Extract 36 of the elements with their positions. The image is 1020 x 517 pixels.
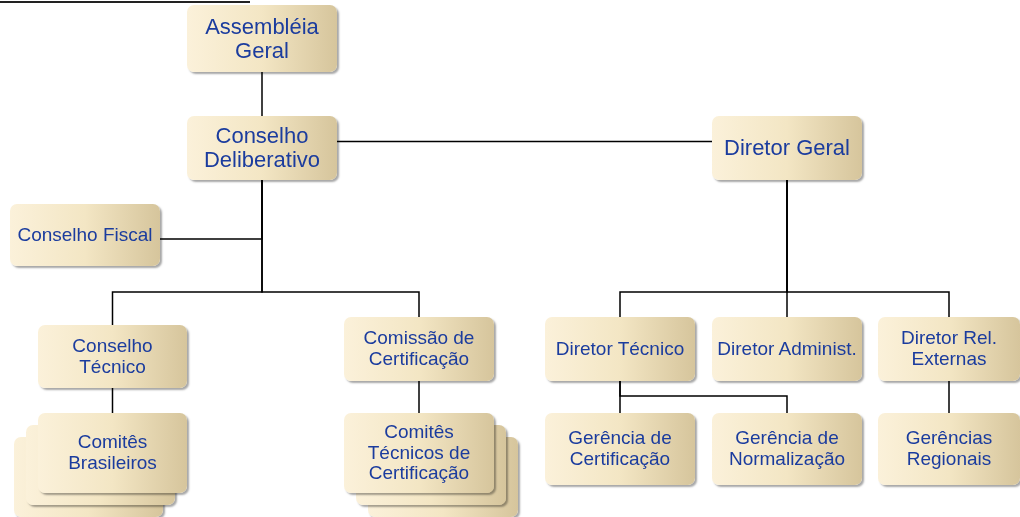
- connector-line: [619, 380, 788, 414]
- org-box: [187, 116, 337, 180]
- org-box: [10, 204, 160, 266]
- org-box: [712, 116, 862, 180]
- connector-line: [786, 179, 950, 318]
- node-label: Conselho Técnico: [71, 336, 154, 377]
- connector-line: [111, 387, 114, 414]
- org-box: [545, 317, 695, 381]
- node-label: Diretor Rel. Externas: [899, 328, 999, 370]
- connector-line: [261, 179, 420, 318]
- node-label: Assembléia Geral: [204, 14, 320, 63]
- org-box: [187, 5, 337, 72]
- node-label: Gerência de Normalização: [727, 428, 847, 470]
- node-label: Conselho Fiscal: [17, 224, 153, 246]
- stacked-cards: [14, 413, 187, 517]
- node-label: Diretor Administ.: [717, 338, 857, 360]
- org-box: [878, 317, 1020, 381]
- org-box: [878, 413, 1020, 485]
- org-box: [38, 325, 187, 388]
- connector-line: [336, 140, 713, 143]
- org-box: [545, 413, 695, 485]
- node-label: Gerências Regionais: [904, 428, 994, 470]
- node-label: Diretor Técnico: [555, 338, 685, 360]
- stacked-cards: [344, 413, 518, 517]
- org-box: [712, 413, 862, 485]
- connector-line: [261, 71, 263, 117]
- node-label: Comitês Brasileiros: [67, 432, 158, 474]
- org-box: [344, 317, 494, 381]
- node-label: Diretor Geral: [724, 136, 850, 160]
- node-label: Conselho Deliberativo: [202, 124, 322, 172]
- connector-line: [418, 380, 420, 414]
- connector-line: [948, 380, 950, 414]
- node-label: Gerência de Certificação: [567, 428, 673, 470]
- org-box: [712, 317, 862, 381]
- node-label: Comissão de Certificação: [362, 328, 476, 370]
- node-label: Comitês Técnicos de Certificação: [366, 422, 472, 484]
